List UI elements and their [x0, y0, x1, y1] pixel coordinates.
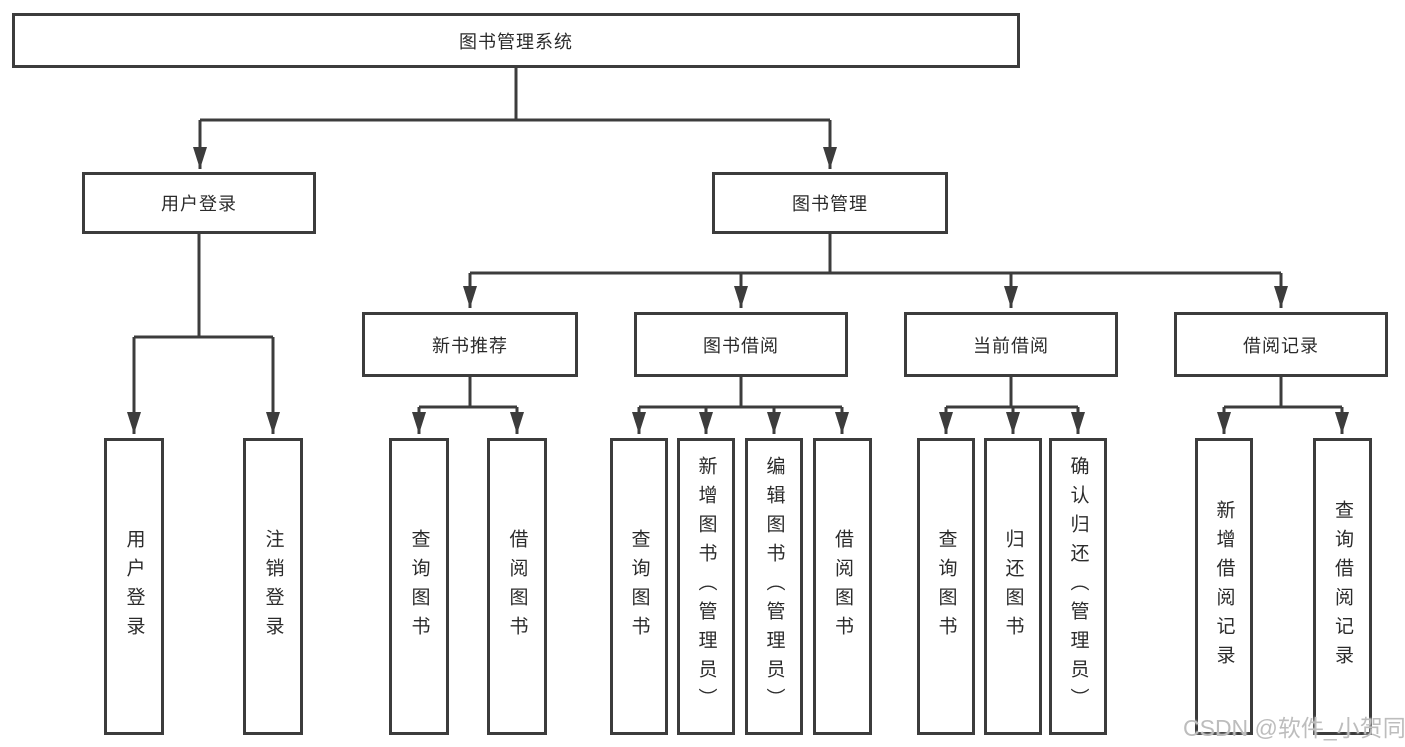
connector-current-trunk	[946, 377, 1078, 409]
node-root-system: 图书管理系统	[12, 13, 1020, 68]
leaf-current-return-books: 归还图书	[984, 438, 1042, 735]
leaf-borrow-edit-books-admin-label: 编辑图书（管理员）	[763, 456, 785, 717]
leaf-borrow-query-books-label: 查询图书	[628, 528, 650, 645]
node-root-label: 图书管理系统	[459, 31, 573, 52]
leaf-recommend-borrow-books: 借阅图书	[487, 438, 547, 735]
connector-root-trunk	[200, 68, 830, 122]
node-new-book-recommend: 新书推荐	[362, 312, 578, 377]
leaf-borrow-edit-books-admin: 编辑图书（管理员）	[745, 438, 803, 735]
leaf-logout-label: 注销登录	[262, 528, 284, 645]
leaf-borrow-add-books-admin: 新增图书（管理员）	[677, 438, 735, 735]
node-borrow-records-label: 借阅记录	[1243, 335, 1319, 356]
leaf-records-query-record-label: 查询借阅记录	[1332, 499, 1353, 674]
leaf-current-query-books-label: 查询图书	[935, 528, 957, 645]
leaf-current-confirm-return-admin: 确认归还（管理员）	[1049, 438, 1107, 735]
leaf-current-return-books-label: 归还图书	[1002, 528, 1024, 645]
leaf-recommend-borrow-books-label: 借阅图书	[506, 528, 528, 645]
watermark: CSDN @软件_小贺同学	[1183, 715, 1405, 741]
leaf-records-add-record-label: 新增借阅记录	[1213, 499, 1235, 674]
leaf-records-query-record: 查询借阅记录	[1313, 438, 1372, 735]
node-new-book-recommend-label: 新书推荐	[432, 335, 508, 356]
node-user-login-label: 用户登录	[161, 194, 237, 214]
node-book-management: 图书管理	[712, 172, 948, 234]
leaf-borrow-add-books-admin-label: 新增图书（管理员）	[695, 456, 717, 717]
leaf-recommend-query-books: 查询图书	[389, 438, 449, 735]
node-borrow-records: 借阅记录	[1174, 312, 1388, 377]
node-book-management-label: 图书管理	[792, 194, 868, 214]
leaf-borrow-borrow-books: 借阅图书	[813, 438, 872, 735]
leaf-records-add-record: 新增借阅记录	[1195, 438, 1253, 735]
leaf-recommend-query-books-label: 查询图书	[408, 528, 430, 645]
node-book-borrow-label: 图书借阅	[703, 335, 779, 356]
connector-records-trunk	[1224, 377, 1342, 409]
leaf-current-query-books: 查询图书	[917, 438, 975, 735]
leaf-current-confirm-return-admin-label: 确认归还（管理员）	[1067, 456, 1089, 717]
node-book-borrow: 图书借阅	[634, 312, 848, 377]
leaf-borrow-query-books: 查询图书	[610, 438, 668, 735]
connector-userlogin-trunk	[134, 234, 273, 339]
leaf-user-login-label: 用户登录	[123, 528, 145, 645]
connector-recommend-trunk	[419, 377, 517, 409]
node-user-login: 用户登录	[82, 172, 316, 234]
node-current-borrow-label: 当前借阅	[973, 335, 1049, 356]
leaf-borrow-borrow-books-label: 借阅图书	[832, 528, 853, 645]
leaf-logout: 注销登录	[243, 438, 303, 735]
connector-bookmgmt-trunk	[470, 234, 1281, 275]
node-current-borrow: 当前借阅	[904, 312, 1118, 377]
leaf-user-login: 用户登录	[104, 438, 164, 735]
connector-borrow-trunk	[639, 377, 842, 409]
